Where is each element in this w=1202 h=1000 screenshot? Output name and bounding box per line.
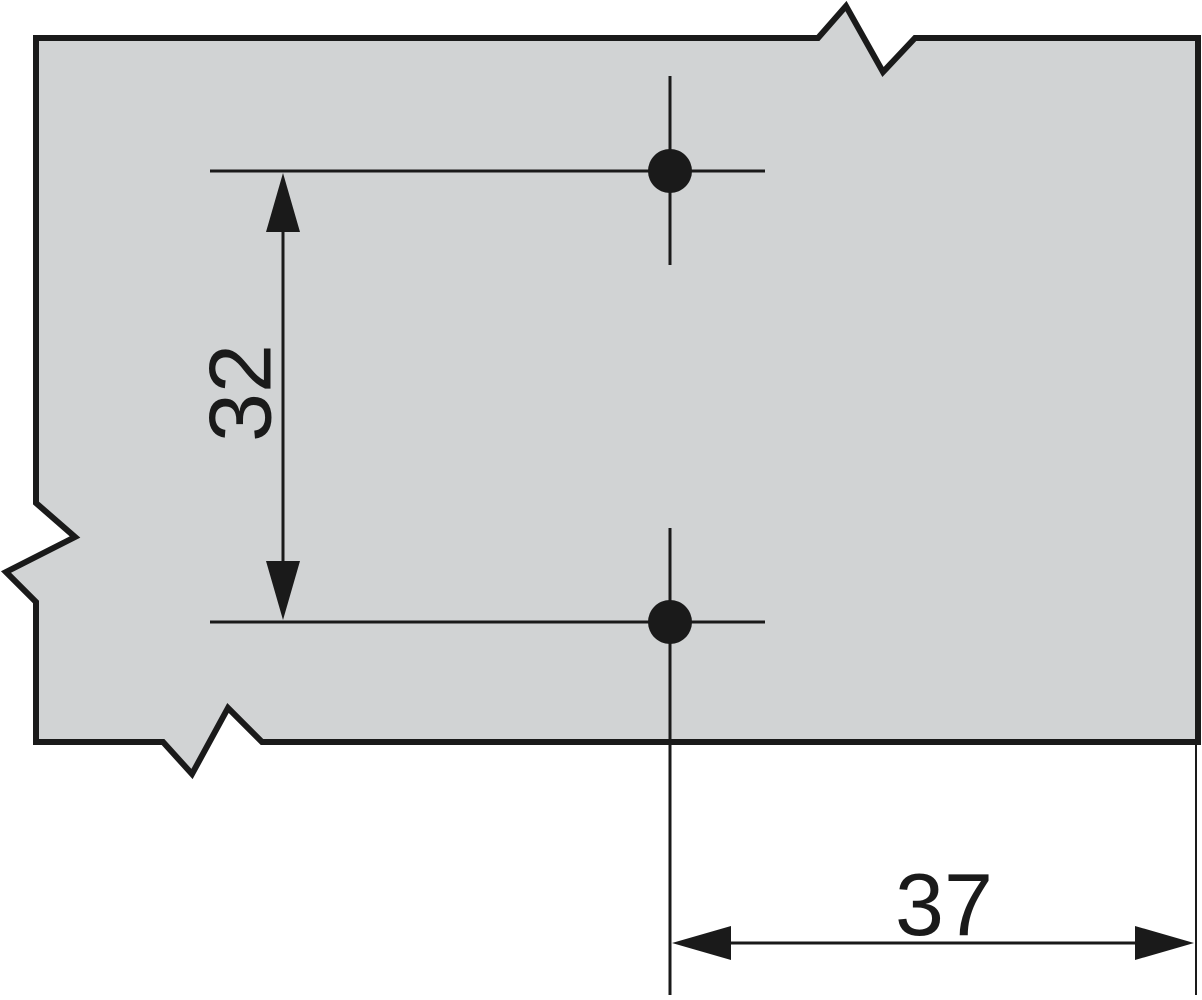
hole-top-marker — [648, 149, 692, 193]
drill-hole-bottom — [210, 528, 765, 995]
arrowhead-up — [266, 173, 300, 232]
horizontal-dimension-label: 37 — [895, 855, 993, 954]
arrowhead-down — [266, 561, 300, 620]
hole-bottom-marker — [648, 600, 692, 644]
vertical-dimension-label: 32 — [191, 344, 290, 442]
drill-hole-top — [210, 76, 765, 265]
arrowhead-right — [1135, 926, 1194, 960]
horizontal-dimension: 37 — [672, 855, 1194, 960]
panel — [0, 0, 1201, 780]
arrowhead-left — [672, 926, 731, 960]
vertical-dimension: 32 — [191, 173, 300, 620]
